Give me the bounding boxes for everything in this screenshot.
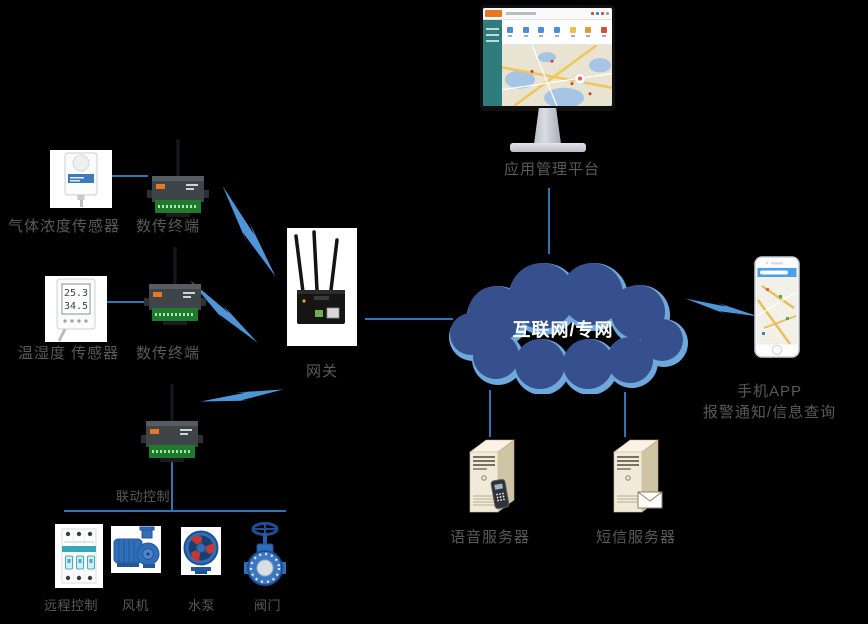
- dtu-terminal-icon: [141, 384, 203, 462]
- sidebar-menu-item: [486, 28, 499, 30]
- sidebar-menu-item: [486, 34, 499, 36]
- dashboard-map: [501, 43, 612, 106]
- connector-gas-dtu: [93, 175, 148, 177]
- flag-icon: [601, 12, 604, 15]
- mobile-app-label: 手机APP: [736, 383, 802, 400]
- management-platform-monitor: [480, 5, 615, 155]
- gateway-label: 网关: [305, 363, 338, 380]
- dashboard-title-bar: [506, 12, 536, 15]
- stat-icon: [522, 27, 529, 33]
- dashboard-topbar-icons: [591, 12, 609, 15]
- stat-icon: [585, 27, 592, 33]
- cloud-label: 互联网/专网: [512, 319, 613, 340]
- dashboard-logo: [485, 10, 502, 17]
- voice-server-icon: [469, 439, 515, 513]
- platform-label: 应用管理平台: [503, 161, 600, 178]
- lightning-bolt-icon: [222, 186, 276, 277]
- gas-sensor-icon: [64, 152, 98, 207]
- linkage-label: 联动控制: [116, 489, 171, 504]
- pump-device: [181, 527, 221, 575]
- lightning-bolt-icon: [685, 298, 759, 317]
- gas-sensor-label: 气体浓度传感器: [8, 218, 121, 235]
- stat-icon: [506, 27, 513, 33]
- th-sensor-label: 温湿度 传感器: [18, 345, 120, 362]
- dtu2-label: 数传终端: [136, 345, 201, 362]
- linkage-bus-line: [64, 510, 286, 512]
- dtu1-label: 数传终端: [136, 218, 201, 235]
- circuit-breaker-device: [55, 524, 103, 588]
- connector-dtu-linkage: [171, 459, 173, 512]
- monitor-bezel: [480, 5, 615, 111]
- pump-label: 水泵: [188, 598, 216, 613]
- stat-icon: [569, 27, 576, 33]
- axial-fan-icon: [183, 530, 219, 574]
- lcd-humidity-value: 34.5: [64, 301, 88, 312]
- gateway-device: [287, 228, 357, 346]
- connector-th-dtu: [80, 301, 145, 303]
- remote-control-label: 远程控制: [44, 598, 99, 613]
- fan-device: [111, 526, 161, 573]
- valve-icon: [244, 522, 286, 586]
- dashboard-topbar: [483, 8, 612, 20]
- mobile-app-sublabel: 报警通知/信息查询: [702, 404, 837, 421]
- circuit-breaker-icon: [61, 528, 97, 584]
- sidebar-menu-item: [486, 40, 499, 42]
- th-sensor-icon: 25.3 34.5: [56, 278, 96, 342]
- dtu-terminal-icon: [144, 247, 206, 325]
- sms-server-label: 短信服务器: [595, 529, 676, 546]
- dashboard-stats-row: [502, 20, 612, 45]
- gas-sensor-device: [50, 150, 112, 208]
- internet-cloud: 互联网/专网: [449, 263, 688, 394]
- monitor-base: [510, 143, 586, 152]
- alert-icon: [591, 12, 594, 15]
- monitor-stand: [534, 108, 561, 144]
- connector-gateway-cloud: [365, 318, 453, 320]
- lightning-bolt-icon: [200, 389, 284, 402]
- monitor-screen: [483, 8, 612, 106]
- pump-icon: [113, 526, 160, 568]
- stat-icon: [553, 27, 560, 33]
- user-icon: [606, 12, 609, 15]
- stat-icon: [601, 27, 608, 33]
- lcd-temperature-value: 25.3: [64, 288, 88, 299]
- dashboard-sidebar: [483, 20, 502, 106]
- smartphone-icon: [754, 256, 800, 358]
- valve-label: 阀门: [254, 598, 282, 613]
- connector-cloud-voice: [489, 390, 491, 437]
- fan-label: 风机: [122, 598, 150, 613]
- envelope-icon: [637, 491, 663, 509]
- message-icon: [596, 12, 599, 15]
- connector-platform-cloud: [548, 188, 550, 254]
- dtu-terminal-icon: [147, 139, 209, 217]
- stat-icon: [538, 27, 545, 33]
- router-icon: [294, 230, 345, 324]
- sms-server-icon: [613, 439, 663, 513]
- handset-icon: [490, 478, 510, 510]
- th-sensor-device: 25.3 34.5: [45, 276, 107, 342]
- connector-cloud-sms: [624, 392, 626, 437]
- lightning-bolt-icon: [189, 280, 258, 343]
- voice-server-label: 语音服务器: [449, 529, 530, 546]
